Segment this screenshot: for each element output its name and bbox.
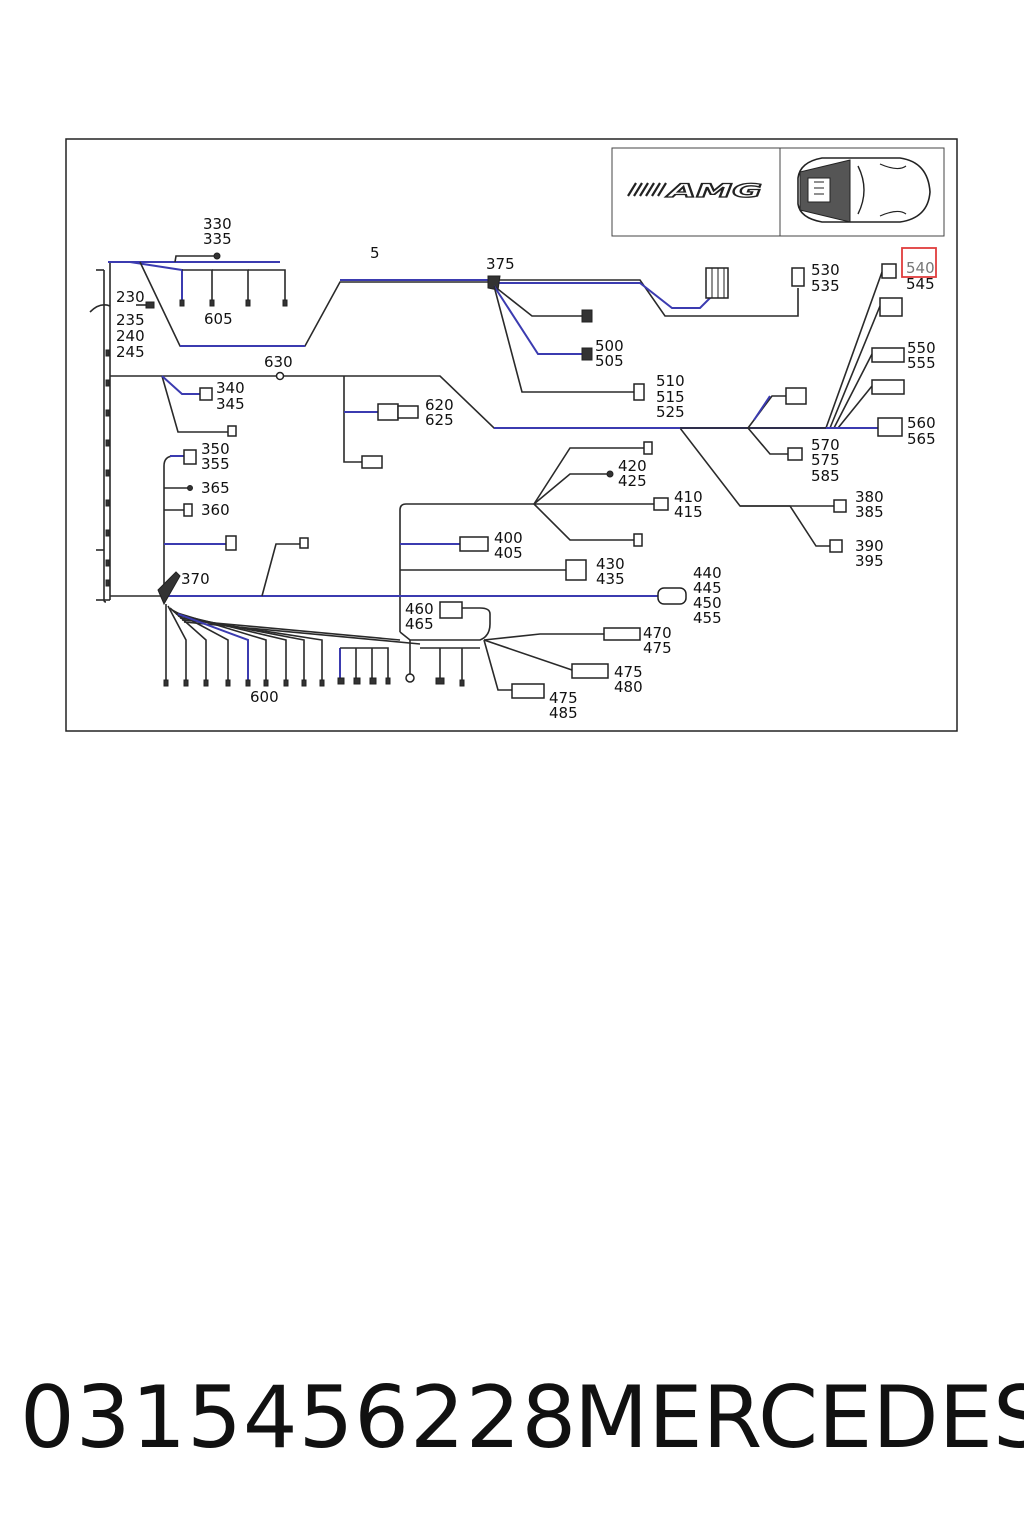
car-top-view-icon	[779, 147, 945, 237]
label-515: 515	[656, 388, 685, 406]
label-335: 335	[203, 230, 232, 248]
label-440: 440	[693, 564, 722, 582]
label-550: 550	[907, 339, 936, 357]
label-545: 545	[906, 275, 935, 293]
label-330: 330	[203, 215, 232, 233]
label-630: 630	[264, 353, 293, 371]
label-235: 235	[116, 311, 145, 329]
diagram-frame	[65, 138, 958, 732]
label-540: 540	[906, 259, 935, 277]
label-405: 405	[494, 544, 523, 562]
label-380: 380	[855, 488, 884, 506]
label-475-c: 475	[549, 689, 578, 707]
label-555: 555	[907, 354, 936, 372]
label-240: 240	[116, 327, 145, 345]
amg-logo: AMG	[611, 147, 781, 237]
label-430: 430	[596, 555, 625, 573]
label-560: 560	[907, 414, 936, 432]
label-625: 625	[425, 411, 454, 429]
label-510: 510	[656, 372, 685, 390]
label-565: 565	[907, 430, 936, 448]
label-395: 395	[855, 552, 884, 570]
label-345: 345	[216, 395, 245, 413]
label-465: 465	[405, 615, 434, 633]
label-460: 460	[405, 600, 434, 618]
label-350: 350	[201, 440, 230, 458]
label-435: 435	[596, 570, 625, 588]
label-570: 570	[811, 436, 840, 454]
label-530: 530	[811, 261, 840, 279]
label-575: 575	[811, 451, 840, 469]
label-5: 5	[370, 244, 380, 262]
part-number: 0315456228	[20, 1368, 578, 1468]
label-360: 360	[201, 501, 230, 519]
label-450: 450	[693, 594, 722, 612]
label-415: 415	[674, 503, 703, 521]
label-230: 230	[116, 288, 145, 306]
highlight-box-540[interactable]	[901, 247, 937, 278]
label-365: 365	[201, 479, 230, 497]
label-455: 455	[693, 609, 722, 627]
label-475-b: 475	[614, 663, 643, 681]
label-410: 410	[674, 488, 703, 506]
label-385: 385	[855, 503, 884, 521]
label-620: 620	[425, 396, 454, 414]
label-585: 585	[811, 467, 840, 485]
label-370: 370	[181, 570, 210, 588]
label-245: 245	[116, 343, 145, 361]
label-605: 605	[204, 310, 233, 328]
label-475-a: 475	[643, 639, 672, 657]
brand-name: MERCEDES	[574, 1368, 1024, 1468]
label-355: 355	[201, 455, 230, 473]
label-535: 535	[811, 277, 840, 295]
label-480: 480	[614, 678, 643, 696]
label-525: 525	[656, 403, 685, 421]
label-375: 375	[486, 255, 515, 273]
label-390: 390	[855, 537, 884, 555]
label-425: 425	[618, 472, 647, 490]
label-500: 500	[595, 337, 624, 355]
label-445: 445	[693, 579, 722, 597]
label-400: 400	[494, 529, 523, 547]
amg-logo-text: AMG	[664, 180, 762, 202]
label-505: 505	[595, 352, 624, 370]
label-470: 470	[643, 624, 672, 642]
label-420: 420	[618, 457, 647, 475]
label-485: 485	[549, 704, 578, 722]
label-600: 600	[250, 688, 279, 706]
label-340: 340	[216, 379, 245, 397]
